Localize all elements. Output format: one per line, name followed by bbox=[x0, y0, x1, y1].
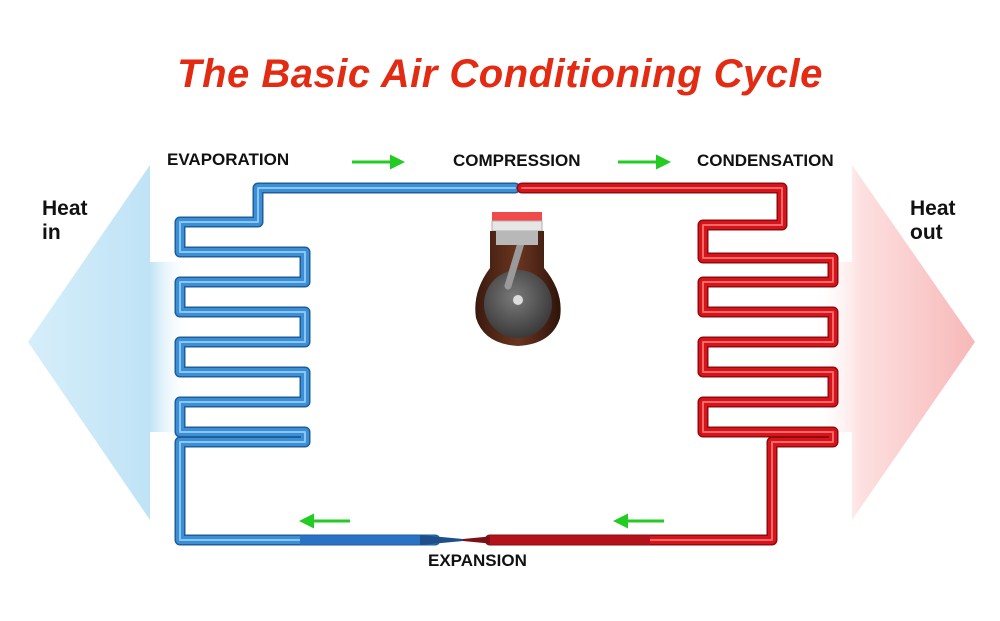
crank-pin bbox=[513, 295, 523, 305]
condenser-coil bbox=[484, 182, 839, 546]
heat-out-line2: out bbox=[910, 221, 943, 244]
heat-in-label: Heat in bbox=[42, 197, 88, 245]
heat-out-line1: Heat bbox=[910, 197, 956, 220]
heat-in-line1: Heat bbox=[42, 197, 88, 220]
label-expansion: EXPANSION bbox=[428, 551, 527, 570]
heat-out-arrow bbox=[812, 165, 975, 520]
piston bbox=[496, 231, 538, 245]
heat-in-line2: in bbox=[42, 221, 61, 244]
evaporator-coil bbox=[174, 182, 521, 546]
expansion-valve bbox=[420, 535, 463, 545]
flow-arrows bbox=[299, 154, 671, 529]
label-evaporation: EVAPORATION bbox=[167, 150, 290, 169]
compressor bbox=[475, 212, 561, 346]
expansion-line bbox=[300, 535, 650, 545]
page-title: The Basic Air Conditioning Cycle bbox=[177, 52, 823, 96]
heat-in-arrow bbox=[28, 165, 190, 520]
connecting-rod bbox=[504, 239, 525, 290]
label-condensation: CONDENSATION bbox=[697, 151, 834, 170]
heat-out-label: Heat out bbox=[910, 197, 956, 245]
label-compression: COMPRESSION bbox=[453, 151, 581, 170]
